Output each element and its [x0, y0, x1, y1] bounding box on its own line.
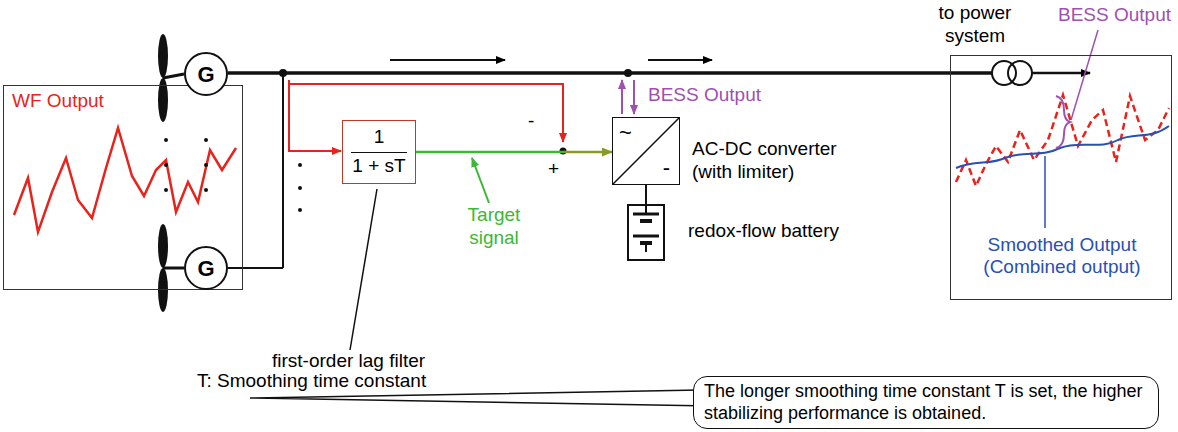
curve-label: Smoothed Output (Combined output)	[971, 234, 1153, 278]
numerator: 1	[343, 126, 415, 148]
generator-circle: G	[184, 52, 228, 96]
leader-line	[350, 189, 377, 350]
chart-panel: Smoothed Output (Combined output)	[950, 55, 1172, 300]
battery-symbol	[628, 185, 664, 260]
denominator: 1 + sT	[343, 155, 415, 177]
signal-connector	[416, 152, 612, 153]
smoothed-curve	[956, 126, 1169, 168]
callout-tail	[250, 390, 712, 406]
bus-node	[624, 69, 632, 77]
bess-arrow	[621, 80, 623, 114]
part-name: redox-flow battery	[688, 220, 839, 243]
signal-label: BESS Output	[648, 84, 761, 107]
leader-line	[1071, 30, 1098, 120]
bess-arrow	[633, 80, 635, 114]
filter-block: 1 1 + sT	[342, 120, 416, 184]
sign-label: -	[528, 110, 534, 133]
leader-line	[1044, 156, 1046, 228]
note: T: Smoothing time constant	[197, 370, 426, 393]
generator-label: G	[186, 256, 226, 281]
callout-text: The longer smoothing time constant T is …	[704, 381, 1148, 424]
measurement-line	[289, 80, 563, 151]
wind-turbine	[158, 34, 302, 312]
leader-line	[472, 158, 489, 203]
sign-label: +	[548, 158, 559, 181]
panel-title: WF Output	[12, 90, 104, 112]
bus-line	[228, 60, 1090, 268]
signal-label: Target signal	[455, 204, 533, 250]
signal-label: BESS Output	[1058, 4, 1171, 27]
fraction-bar	[351, 152, 407, 153]
part-name: AC-DC converter (with limiter)	[692, 138, 864, 184]
generator-label: G	[186, 62, 226, 87]
ac-symbol: ~	[619, 120, 632, 145]
output-label: to power system	[925, 2, 1025, 48]
wf-waveform	[14, 128, 236, 232]
bess-bracket	[1056, 96, 1070, 148]
generator-circle: G	[184, 246, 228, 290]
converter-box: ~-	[612, 117, 680, 185]
bus-node	[279, 69, 287, 77]
dc-symbol: -	[663, 155, 670, 180]
callout-box: The longer smoothing time constant T is …	[693, 376, 1159, 429]
wf-dashed-waveform	[956, 95, 1169, 186]
part-name: first-order lag filter	[272, 350, 425, 373]
